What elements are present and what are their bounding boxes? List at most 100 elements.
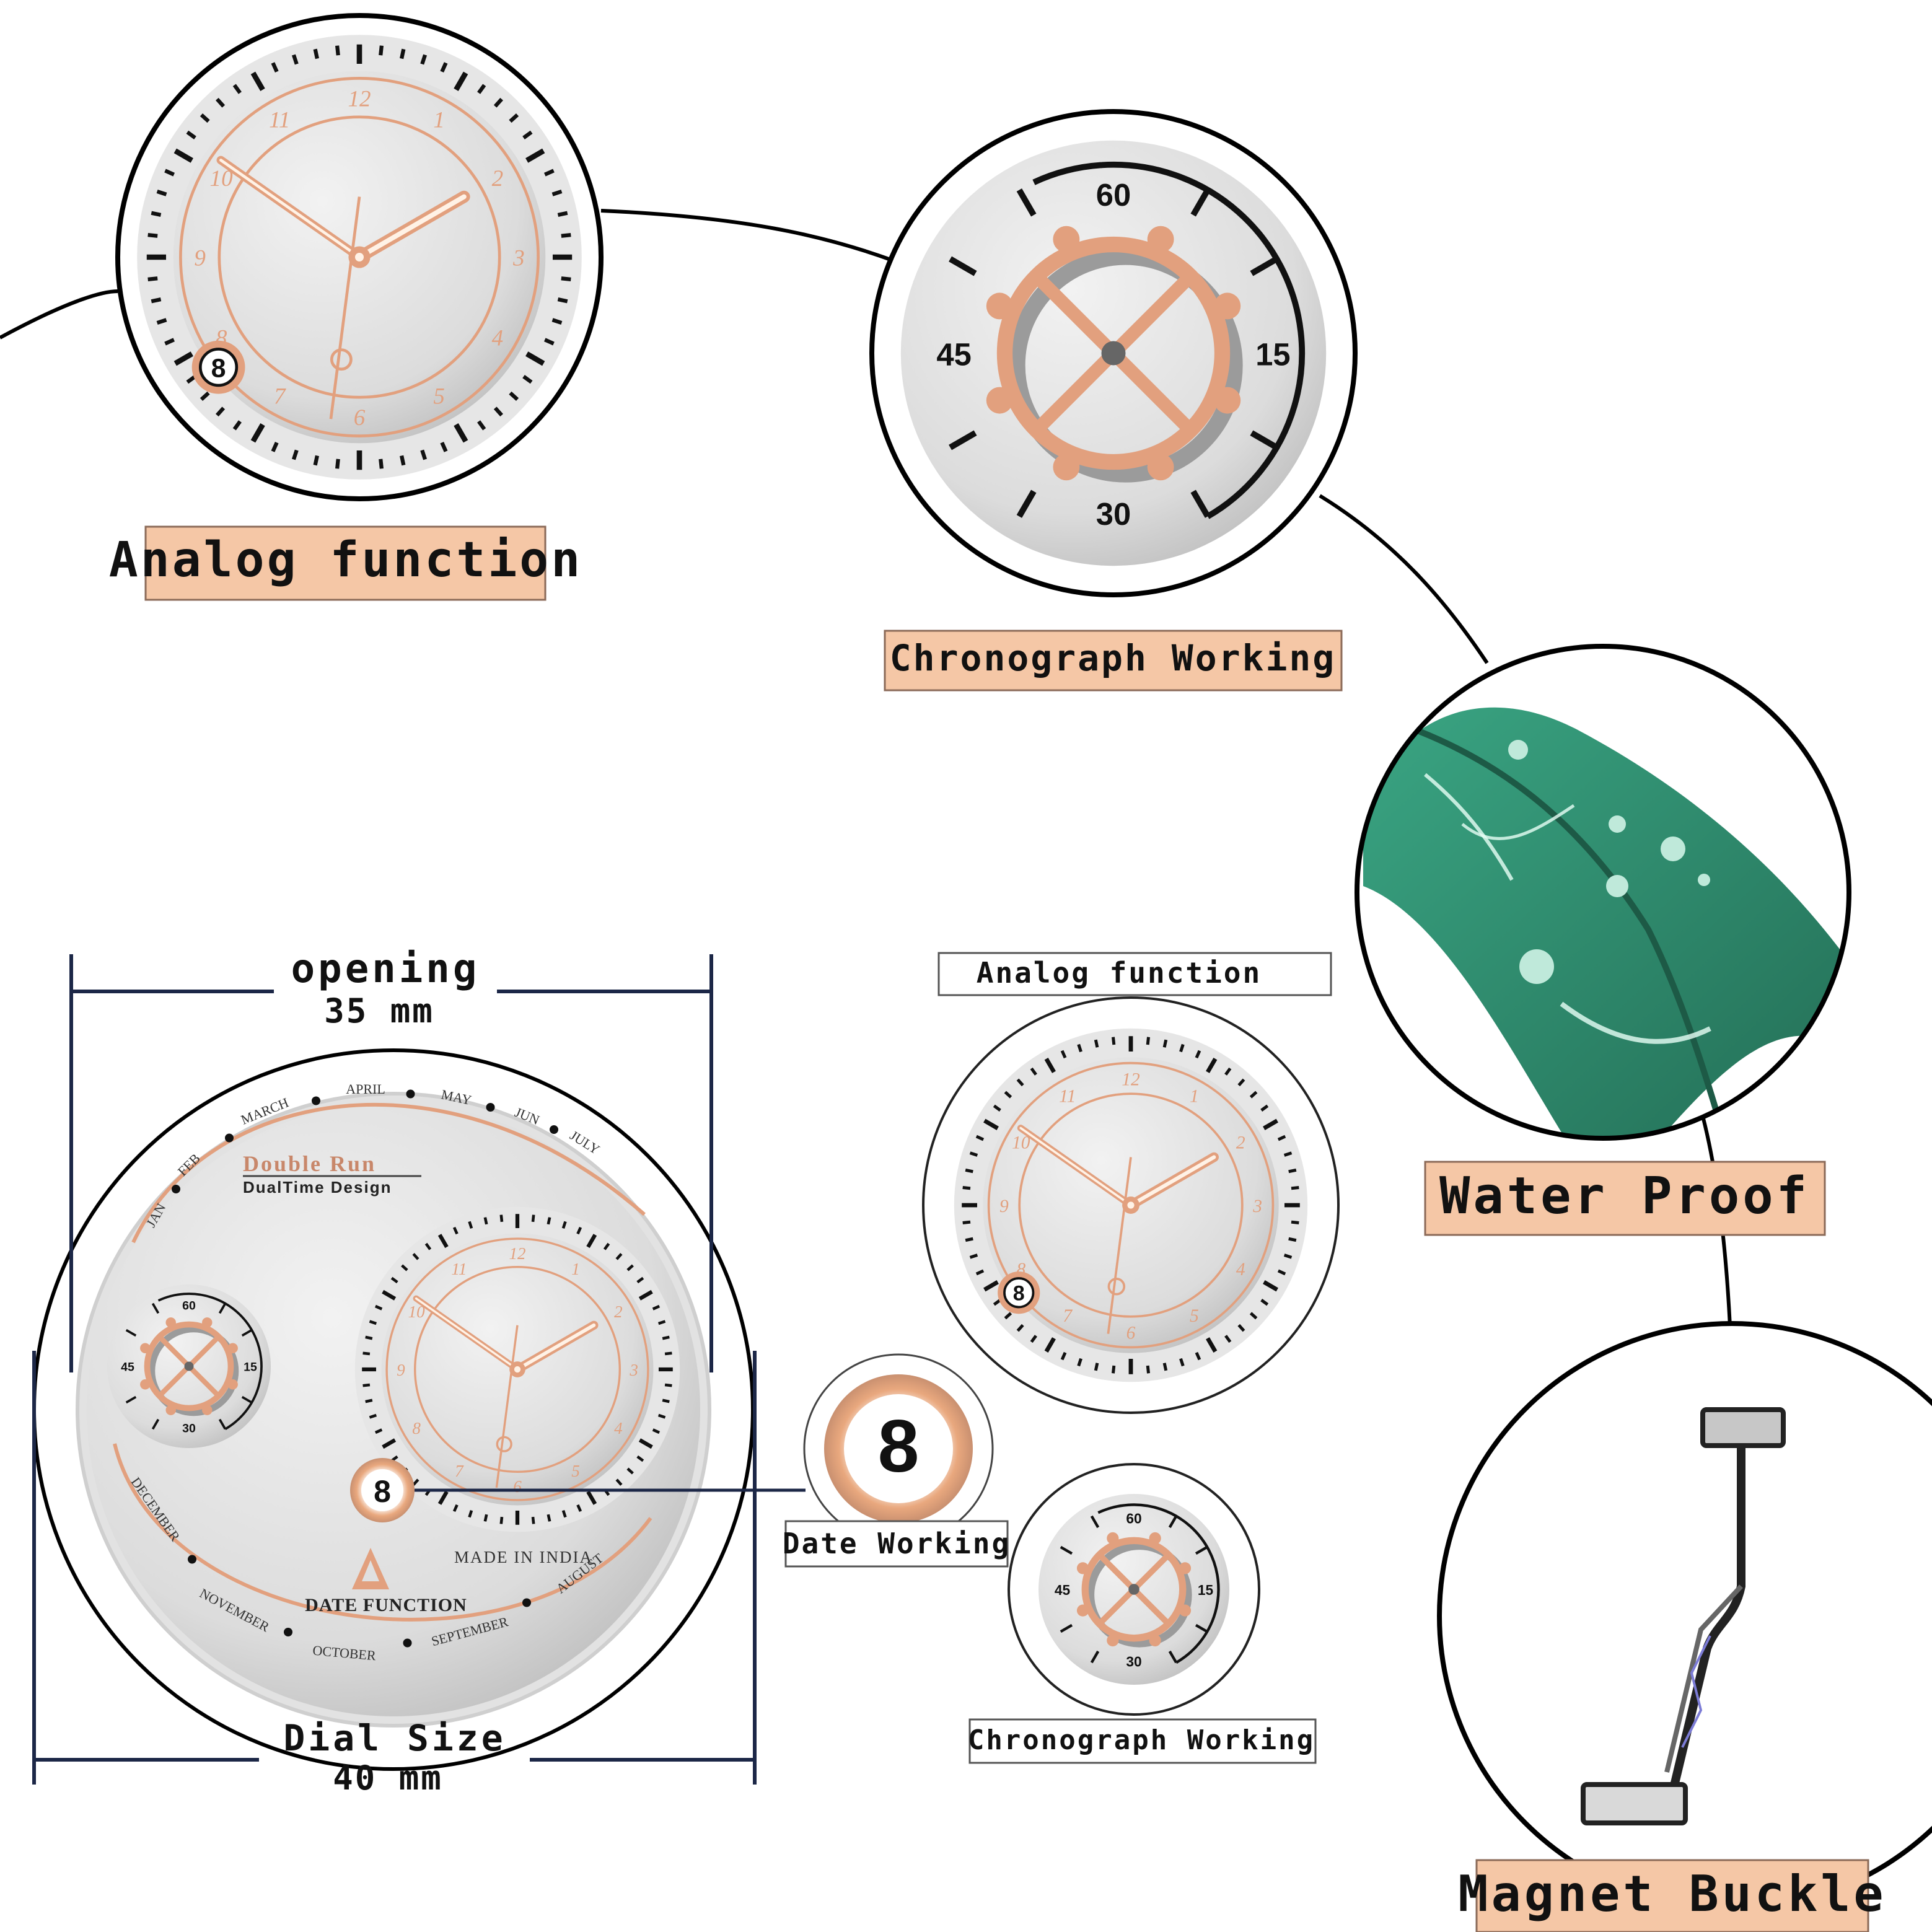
gear-tooth (140, 1379, 151, 1390)
chrono-numeral: 15 (1255, 337, 1290, 372)
minute-tick (200, 391, 210, 401)
hour-numeral: 11 (451, 1260, 467, 1278)
second-hand-counterweight (1107, 1278, 1126, 1296)
minute-tick (499, 1516, 504, 1524)
chrono-numeral: 60 (1096, 177, 1131, 213)
hour-numeral: 11 (269, 108, 290, 133)
gear-tooth (227, 1343, 238, 1353)
month-arc-bottom (113, 1443, 652, 1622)
minute-tick (1249, 1312, 1258, 1320)
minute-tick (962, 1186, 971, 1190)
brand-logo (352, 1548, 389, 1589)
analog-small-label-box (937, 952, 1332, 996)
hour-numeral: 3 (512, 246, 525, 271)
minute-tick (1016, 1324, 1024, 1332)
dial-size-dimension: Dial Size 40 mm (32, 1351, 757, 1798)
magnet-buckle-label-box (1475, 1859, 1869, 1932)
water-proof-label-box (1424, 1161, 1826, 1236)
month-dot (406, 1089, 415, 1099)
minute-tick (993, 1299, 1001, 1306)
date-window-digit: 8 (211, 353, 226, 383)
minute-hand-lume (219, 159, 361, 259)
gear-tooth (1214, 292, 1241, 320)
dial-size-title: Dial Size (283, 1717, 506, 1759)
hour-numeral: 5 (1190, 1306, 1199, 1326)
minute-tick (271, 62, 279, 72)
chrono-tick (1195, 1623, 1208, 1633)
made-in-label: MADE IN INDIA (454, 1548, 593, 1566)
gear-hub (1128, 1584, 1139, 1595)
minute-tick (1060, 1050, 1067, 1059)
minute-tick (186, 375, 196, 384)
gear-tooth (1076, 1604, 1089, 1617)
analog-function-label: Analog function (109, 532, 582, 588)
minute-tick (420, 54, 428, 65)
gear-rim (144, 1321, 234, 1412)
chrono-numeral: 45 (121, 1361, 134, 1374)
main-date-digit: 8 (374, 1474, 391, 1509)
minute-tick (544, 169, 555, 177)
hour-numeral: 1 (433, 108, 445, 133)
chrono-numeral: 30 (1096, 496, 1131, 532)
chrono-tick (151, 1418, 160, 1430)
minute-tick (1162, 1363, 1168, 1371)
gear-shadow (148, 1325, 239, 1416)
chrono-tick (241, 1328, 253, 1337)
gear-tooth (140, 1343, 151, 1353)
minute-tick (374, 1428, 383, 1434)
hour-hand-lume (357, 194, 467, 260)
chrono-tick (1016, 188, 1037, 217)
month-dot (172, 1185, 180, 1193)
numeral-track-inner (217, 115, 501, 399)
brand-name: Double Run (243, 1151, 376, 1176)
gear-tooth (986, 292, 1013, 320)
chrono-scale-arc (1032, 161, 1306, 519)
gear-tooth (986, 387, 1013, 414)
minute-tick (1277, 1135, 1286, 1141)
minute-tick (452, 1226, 459, 1235)
minute-tick (1288, 1237, 1297, 1242)
chrono-tick (1016, 490, 1037, 518)
minute-tick (1224, 1335, 1232, 1343)
hour-numeral: 9 (999, 1197, 1009, 1216)
water-proof-circle (1355, 644, 1851, 1141)
chrono-numeral: 45 (936, 337, 971, 372)
second-hand (495, 1325, 519, 1488)
opening-title: opening (291, 946, 480, 992)
month-dot (188, 1555, 196, 1564)
minute-tick (147, 233, 158, 238)
minute-hand-lume (1019, 1126, 1132, 1206)
hour-numeral: 6 (354, 405, 366, 431)
chrono-tick (1168, 1650, 1178, 1664)
chrono-tick (1190, 490, 1211, 518)
minute-tick (401, 1264, 408, 1271)
minute-tick (1263, 1280, 1278, 1292)
minute-tick (586, 1234, 597, 1249)
minute-tick (379, 45, 384, 56)
minute-tick (993, 1104, 1001, 1112)
hour-numeral: 5 (571, 1462, 580, 1480)
connector-arc (600, 209, 894, 262)
minute-tick (522, 375, 533, 384)
minute-tick (335, 45, 340, 56)
minute-tick (156, 189, 167, 196)
minute-tick (468, 1221, 473, 1229)
date-working-label-box (784, 1520, 1009, 1568)
minute-tick (525, 351, 545, 366)
date-window-digit: 8 (1013, 1282, 1025, 1306)
analog-small-label: Analog function (977, 956, 1262, 990)
minute-tick (652, 1304, 661, 1311)
minute-tick (983, 1118, 999, 1130)
chrono-tick (1090, 1650, 1100, 1664)
minute-tick (1263, 1118, 1278, 1130)
minute-tick (1206, 1058, 1218, 1073)
minute-tick (662, 1335, 670, 1340)
date-function-label: DATE FUNCTION (305, 1595, 467, 1615)
minute-tick (522, 130, 533, 139)
chrono-tick (241, 1395, 253, 1404)
minute-tick (365, 1335, 373, 1340)
minute-tick (374, 1304, 383, 1311)
minute-tick (440, 442, 448, 452)
